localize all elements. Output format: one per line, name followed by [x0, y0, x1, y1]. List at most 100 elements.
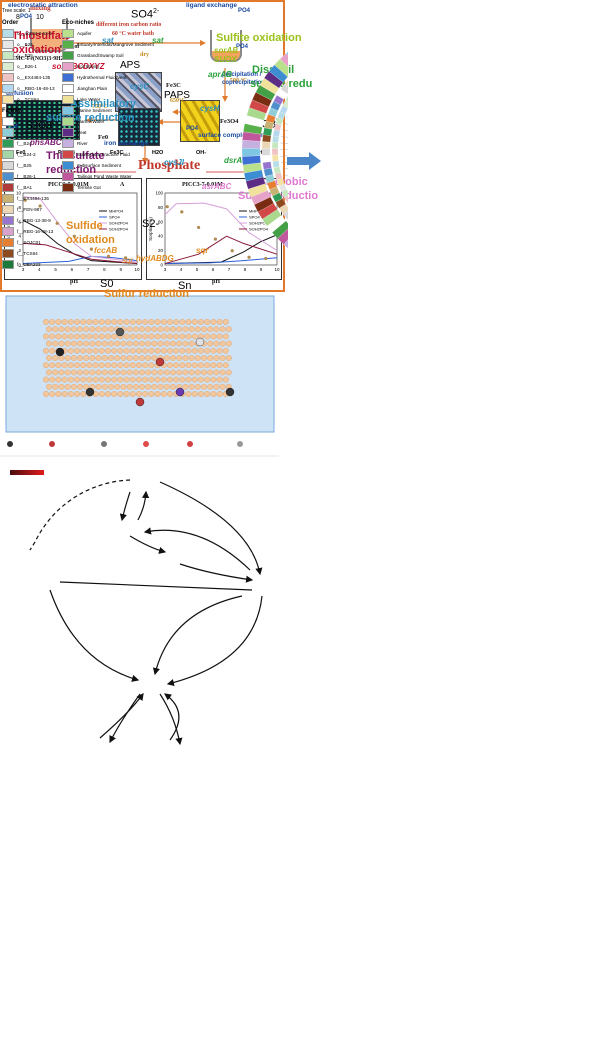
legend-label: o__B26-1 — [17, 64, 37, 69]
legend-label: o__40CM-2-53-6 — [17, 31, 52, 36]
legend-swatch — [2, 95, 14, 104]
legend-label: o__EX4484-135 — [17, 75, 50, 80]
legend-item: f__UBA233 — [2, 259, 41, 269]
x-tick-label: 9 — [119, 267, 122, 272]
sulfide-ox-title-1: Sulfide — [66, 220, 103, 232]
legend-label: Hydrothermal Fluid/Vent — [77, 75, 126, 80]
tree-scale-label: Tree scale: 1 — [2, 8, 31, 14]
legend-swatch — [62, 150, 74, 159]
data-point — [107, 255, 110, 258]
legend-label: f__ — [17, 119, 23, 124]
legend-label: f__UBA233 — [17, 262, 41, 267]
legend-item: Jianghan Plain — [62, 83, 107, 93]
legend-swatch — [2, 73, 14, 82]
legend-swatch — [62, 95, 74, 104]
legend-swatch — [2, 139, 14, 148]
legend-label: f__RBG-16-48-13 — [17, 229, 53, 234]
legend-label: f__EX4484-135 — [17, 196, 49, 201]
legend-item: Subsurface Fracture Fluid — [62, 149, 130, 159]
legend-label: f__BA1 — [17, 185, 32, 190]
legend-item: Hydrothermal Fluid/Vent — [62, 72, 126, 82]
legend-swatch — [2, 128, 14, 137]
legend-item: Subsurface Sediment — [62, 160, 121, 170]
legend-item: Marine Water — [62, 116, 104, 126]
legend-label: o__B25 — [17, 53, 33, 58]
legend-swatch — [2, 194, 14, 203]
sulfur-cycle-panel: 8 10 Thiosulfate oxidation soxABCDXYZ SO… — [0, 462, 305, 762]
legend-label: o__TCS64 — [17, 97, 39, 102]
legend-label: Jianghan Plain — [77, 86, 107, 91]
legend-swatch — [62, 128, 74, 137]
legend-label: Subsurface Sediment — [77, 163, 121, 168]
legend-item: Aquifer — [62, 28, 92, 38]
circular-tree — [140, 0, 288, 300]
legend-item: o__B25 — [2, 50, 33, 60]
legend-swatch — [62, 51, 74, 60]
legend-label: f__B26-1 — [17, 174, 36, 179]
legend-item: Hot Spring — [62, 61, 99, 71]
legend-item: Grassland/Swamp Soil — [62, 50, 123, 60]
color-scale-bar — [10, 470, 44, 475]
legend-label: Grassland/Swamp Soil — [77, 53, 123, 58]
legend-label: MHPO4 — [109, 209, 124, 214]
legend-swatch — [2, 216, 14, 225]
legend-item: f__TCS64 — [2, 248, 38, 258]
legend-swatch — [62, 106, 74, 115]
legend-label: o__B24 — [17, 42, 33, 47]
legend-label: f__B24-2 — [17, 152, 36, 157]
legend-swatch — [2, 117, 14, 126]
legend-label: Marine Water — [77, 119, 104, 124]
legend-swatch — [2, 205, 14, 214]
sulfide-ox-title-2: oxidation — [66, 234, 115, 246]
legend-swatch — [2, 238, 14, 247]
legend-swatch — [62, 62, 74, 71]
legend-swatch — [62, 161, 74, 170]
legend-item: Tailings Pond Waste Water — [62, 171, 132, 181]
legend-label: SPO4 — [109, 215, 120, 220]
legend-item: o__B26-1 — [2, 61, 37, 71]
x-tick-label: 7 — [87, 267, 90, 272]
legend-label: Tailings Pond Waste Water — [77, 174, 132, 179]
chart-a-xlabel: pH — [70, 279, 78, 285]
legend-label: f__B24 — [17, 141, 32, 146]
legend-item: f__B24 — [2, 138, 32, 148]
legend-swatch — [62, 183, 74, 192]
legend-item: River — [62, 138, 88, 148]
legend-swatch — [2, 161, 14, 170]
x-tick-label: 6 — [71, 267, 74, 272]
legend-item: f__RBG-16-48-13 — [2, 226, 53, 236]
order-heading: Order — [2, 20, 18, 26]
legend-item: f__RBG-13-38-9 — [2, 215, 51, 225]
legend-swatch — [2, 150, 14, 159]
legend-label: f__40CM-2-53-6 — [17, 130, 50, 135]
legend-item: f__EX4484-135 — [2, 193, 49, 203]
legend-label: Lake Water — [77, 97, 100, 102]
legend-item: f__ — [2, 116, 23, 126]
legend-label: Hot Spring — [77, 64, 99, 69]
legend-swatch — [62, 84, 74, 93]
legend-swatch — [62, 139, 74, 148]
legend-item: o__TCS64 — [2, 94, 39, 104]
legend-swatch — [62, 29, 74, 38]
po4-label-1: PO4 — [20, 14, 32, 20]
legend-key-row — [7, 441, 243, 447]
legend-item: o__RBG-16-48-13 — [2, 83, 55, 93]
data-point — [90, 248, 93, 251]
order-legend: o__40CM-2-53-6 o__B24 o__B25 o__B26-1 o__EX4… — [2, 28, 60, 108]
legend-swatch — [2, 260, 14, 269]
legend-swatch — [2, 227, 14, 236]
legend-item: f__B26-1 — [2, 171, 36, 181]
legend-label: f__FEN-987 — [17, 207, 42, 212]
legend-item: Lake Water — [62, 94, 100, 104]
fccab-gene: fccAB — [94, 246, 117, 255]
legend-label: Marine Sediment — [77, 108, 112, 113]
x-tick-label: 8 — [103, 267, 106, 272]
legend-swatch — [2, 29, 14, 38]
legend-label: Subsurface Fracture Fluid — [77, 152, 130, 157]
family-heading: Family — [2, 108, 21, 114]
legend-label: SOH2PO4 — [109, 221, 129, 226]
legend-swatch — [2, 84, 14, 93]
